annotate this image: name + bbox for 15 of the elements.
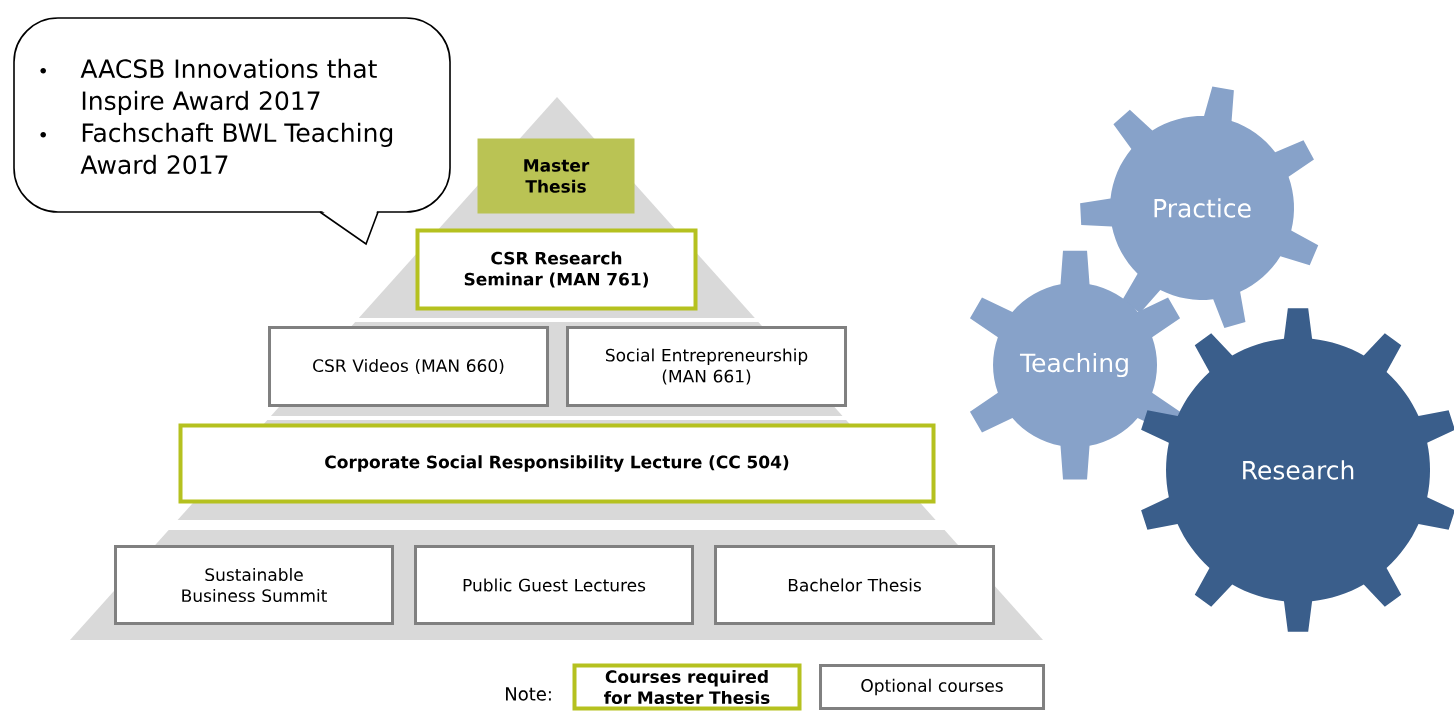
gear: Practice [1080, 86, 1319, 328]
required-course-box: CSR Research Seminar (MAN 761) [415, 228, 698, 311]
speech-bubble: AACSB Innovations that Inspire Award 2017 Fachschaft BWL Teaching Award 2017 [13, 17, 451, 246]
optional-course-box: CSR Videos (MAN 660) [268, 326, 549, 407]
required-course-box: Corporate Social Responsibility Lecture (CC 504) [178, 423, 936, 504]
thesis-box: Master Thesis [477, 138, 635, 214]
optional-course-box: Optional courses [819, 664, 1045, 710]
optional-course-box: Bachelor Thesis [714, 545, 995, 625]
optional-course-box: Public Guest Lectures [414, 545, 694, 625]
optional-course-box: Social Entrepreneurship (MAN 661) [566, 326, 847, 407]
required-course-box: Courses required for Master Thesis [572, 663, 802, 711]
optional-course-box: Sustainable Business Summit [114, 545, 394, 625]
gear: Research [1141, 308, 1454, 632]
gear: Teaching [969, 250, 1181, 480]
note-label: Note: [506, 687, 551, 701]
